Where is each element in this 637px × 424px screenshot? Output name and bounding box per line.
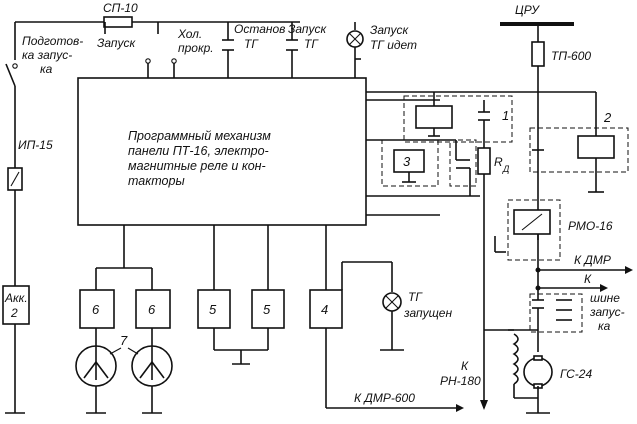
- box-6b-label: 6: [148, 302, 156, 317]
- ip15-label: ИП-15: [18, 138, 53, 152]
- lamp1-cross-b: [348, 32, 362, 46]
- gs24-brush-top: [533, 355, 543, 361]
- prep-switch-contact: [12, 63, 18, 69]
- box-6a-label: 6: [92, 302, 100, 317]
- stop-label-1: Останов: [234, 22, 285, 36]
- arrow-dmr600: [456, 404, 464, 412]
- ref-1: 1: [502, 108, 509, 123]
- rd-label: R: [494, 155, 503, 169]
- block-text-4: такторы: [128, 174, 185, 188]
- kbus-label-1: К: [584, 272, 592, 286]
- lamp2-label-1: ТГ: [408, 290, 423, 304]
- gs24-label: ГС-24: [560, 367, 592, 381]
- block-text-1: Программный механизм: [128, 129, 271, 143]
- resistor-rd: [477, 147, 491, 175]
- to-dmr-label: К ДМР: [574, 253, 611, 267]
- lamp1-label-2: ТГ идет: [370, 38, 417, 52]
- ref-7-leader-a: [109, 347, 122, 355]
- ip15-mark: [10, 171, 20, 187]
- prep-label-2: ка запус-: [22, 48, 72, 62]
- prep-label-3: ка: [40, 62, 53, 76]
- arrow-bus: [600, 284, 608, 292]
- battery-akk2: [2, 285, 30, 325]
- tp600-label: ТП-600: [551, 49, 591, 63]
- relay-1-coil: [415, 105, 453, 129]
- ref-2: 2: [603, 110, 612, 125]
- contactor-outline: [529, 293, 583, 333]
- ref-3: 3: [403, 154, 411, 169]
- lamp2-cross-b: [385, 295, 399, 309]
- fuse-sp10-label: СП-10: [103, 1, 138, 15]
- rd-subscript: Д: [502, 164, 510, 174]
- cold-contact: [171, 58, 177, 64]
- box-5b-label: 5: [263, 302, 271, 317]
- box-5a-label: 5: [209, 302, 217, 317]
- kbus-label-3: запус-: [589, 305, 625, 319]
- lamp1-label-1: Запуск: [370, 23, 410, 37]
- stop-label-2: ТГ: [244, 37, 259, 51]
- start-label: Запуск: [97, 36, 137, 50]
- cold-label-1: Хол.: [177, 27, 202, 41]
- battery-label-1: Акк.: [4, 291, 28, 305]
- starttg-label-1: Запуск: [288, 22, 328, 36]
- dmr600-label: К ДМР-600: [354, 391, 415, 405]
- prep-switch-blade[interactable]: [5, 63, 16, 87]
- rn180-label-2: РН-180: [440, 374, 481, 388]
- arrow-rn180: [480, 400, 488, 410]
- block-text-3: магнитные реле и кон-: [128, 159, 266, 173]
- fuse-sp10: [103, 16, 133, 28]
- block-text-2: панели ПТ-16, электро-: [128, 144, 269, 158]
- kbus-label-2: шине: [590, 291, 620, 305]
- relay-2-coil: [577, 135, 615, 159]
- relay-group-2-outline: [529, 127, 629, 173]
- field-winding: [512, 333, 519, 385]
- cru-label: ЦРУ: [515, 3, 540, 17]
- ref-7: 7: [120, 333, 128, 348]
- fuse-tp600: [531, 41, 545, 67]
- starttg-label-2: ТГ: [304, 37, 319, 51]
- prep-label-1: Подготов-: [22, 34, 83, 48]
- relay-group-1-outline: [403, 95, 513, 143]
- box-6b: [135, 289, 171, 329]
- generator-gs24: [523, 357, 553, 387]
- relay-group-3b-outline: [449, 139, 477, 187]
- battery-label-2: 2: [10, 306, 18, 320]
- rn180-label-1: К: [461, 359, 469, 373]
- rmo16-outline: [507, 199, 561, 261]
- cold-label-2: прокр.: [178, 41, 214, 55]
- rmo16-label: РМО-16: [568, 219, 613, 233]
- start-contact: [145, 58, 151, 64]
- box-4-label: 4: [321, 302, 328, 317]
- lamp2-label-2: запущен: [403, 306, 452, 320]
- relay-group-3-outline: [381, 139, 439, 187]
- box-6a: [79, 289, 115, 329]
- rmo16-mark: [521, 213, 543, 231]
- program-mechanism-block: [77, 77, 367, 226]
- arrow-dmr: [625, 266, 633, 274]
- kbus-label-4: ка: [598, 319, 611, 333]
- ref-7-leader-b: [127, 347, 139, 355]
- box-4: [309, 289, 343, 329]
